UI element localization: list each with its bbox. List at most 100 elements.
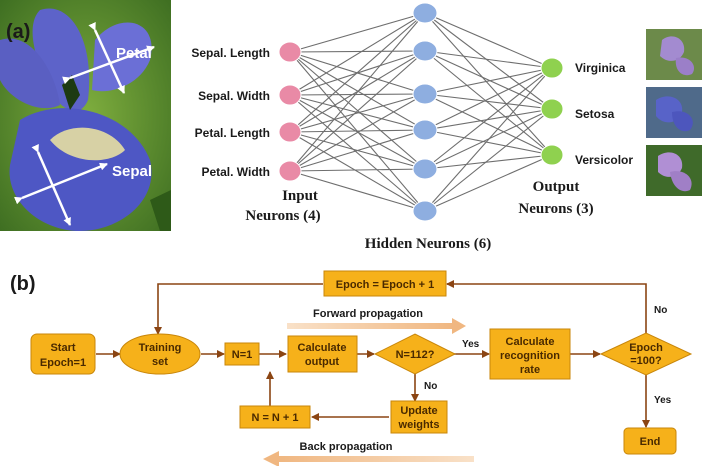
hidden-neuron: [412, 119, 438, 141]
hidden-neuron: [412, 40, 438, 62]
output-caption-line1: Output: [533, 179, 580, 195]
petal-label: Petal: [116, 45, 152, 62]
n-increment-label: N = N + 1: [251, 412, 298, 424]
network-edge: [424, 50, 553, 69]
network-edge: [424, 154, 553, 170]
calc-rate-line2: recognition: [500, 350, 560, 362]
epoch-decision-line2: =100?: [630, 355, 662, 367]
output-label-setosa: Setosa: [575, 107, 615, 121]
training-set-node: [119, 333, 201, 375]
network-edge: [424, 50, 553, 110]
network-edge: [424, 50, 553, 156]
network-edges: [289, 12, 553, 212]
calculate-recognition-rate-box: [489, 328, 571, 380]
input-label-petal-width: Petal. Width: [201, 165, 270, 179]
sepal-label: Sepal: [112, 163, 152, 180]
n-increment-box: [239, 405, 311, 429]
network-edge: [289, 12, 426, 133]
output-label-versicolor: Versicolor: [575, 153, 633, 167]
input-caption-line2: Neurons (4): [245, 208, 320, 224]
network-edge: [289, 50, 426, 53]
measure-arrows: [14, 21, 155, 226]
thumbnail-setosa: [646, 87, 702, 138]
output-caption-line2: Neurons (3): [518, 201, 593, 217]
network-edge: [289, 12, 426, 53]
network-edge: [424, 93, 553, 110]
n112-yes-label: Yes: [462, 339, 480, 350]
n112-decision: [373, 333, 457, 375]
network-edge: [424, 93, 553, 156]
end-label: End: [640, 436, 661, 448]
start-epoch-label: Epoch=1: [40, 357, 86, 369]
hidden-neuron: [412, 158, 438, 180]
network-edge: [424, 12, 553, 69]
network-edge: [424, 108, 553, 212]
network-edge: [289, 94, 426, 212]
calc-rate-line1: Calculate: [506, 336, 555, 348]
network-edge: [424, 67, 553, 170]
input-neuron: [278, 41, 302, 63]
network-edge: [424, 129, 553, 156]
epoch-increment-box: [323, 270, 447, 297]
back-propagation-label: Back propagation: [300, 441, 393, 453]
network-edge: [424, 67, 553, 95]
calculate-output-line1: Calculate: [298, 342, 347, 354]
calculate-output-line2: output: [305, 356, 340, 368]
input-label-sepal-length: Sepal. Length: [191, 46, 270, 60]
n1-label: N=1: [232, 349, 253, 361]
network-edge: [289, 170, 426, 212]
network-edge: [289, 93, 426, 96]
hidden-neuron: [412, 83, 438, 105]
input-label-petal-length: Petal. Length: [195, 126, 270, 140]
forward-propagation-label: Forward propagation: [313, 308, 423, 320]
start-box: [30, 333, 96, 375]
output-neuron: [540, 98, 564, 120]
network-edge: [424, 154, 553, 212]
output-neuron: [540, 57, 564, 79]
network-edge: [289, 93, 426, 172]
flow-arrows: [96, 280, 650, 428]
n112-no-label: No: [424, 381, 437, 392]
training-set-label-line1: Training: [139, 342, 182, 354]
output-label-virginica: Virginica: [575, 61, 626, 75]
input-neuron: [278, 121, 302, 143]
output-neuron: [540, 144, 564, 166]
input-neuron: [278, 84, 302, 106]
n112-label: N=112?: [396, 349, 435, 361]
input-label-sepal-width: Sepal. Width: [198, 89, 270, 103]
epoch-increment-label: Epoch = Epoch + 1: [336, 279, 434, 291]
panel-a-label: (a): [6, 21, 30, 43]
back-propagation-band: [263, 451, 474, 466]
update-weights-box: [390, 400, 448, 434]
hidden-caption: Hidden Neurons (6): [365, 236, 491, 252]
epoch-yes-label: Yes: [654, 395, 672, 406]
end-box: [623, 427, 677, 455]
n1-box: [224, 342, 260, 366]
network-edge: [424, 108, 553, 131]
network-edge: [289, 50, 426, 172]
epoch-decision: [599, 332, 693, 376]
network-edge: [289, 129, 426, 172]
network-edge: [289, 129, 426, 133]
network-edge: [424, 12, 553, 110]
network-edge: [424, 67, 553, 212]
thumbnail-versicolor: [646, 145, 702, 196]
start-label: Start: [50, 342, 75, 354]
network-edge: [289, 93, 426, 133]
network-edge: [289, 12, 426, 96]
panel-b-label: (b): [10, 273, 36, 295]
epoch-decision-line1: Epoch: [629, 342, 663, 354]
epoch-no-label: No: [654, 305, 667, 316]
update-weights-line2: weights: [398, 419, 440, 431]
calculate-output-box: [287, 335, 358, 373]
forward-propagation-band: [287, 318, 466, 334]
network-edge: [289, 12, 426, 172]
network-edge: [424, 67, 553, 131]
network-edge: [289, 168, 426, 172]
input-caption-line1: Input: [282, 188, 318, 204]
update-weights-line1: Update: [400, 405, 437, 417]
input-neuron: [278, 160, 302, 182]
hidden-neuron: [412, 200, 438, 222]
